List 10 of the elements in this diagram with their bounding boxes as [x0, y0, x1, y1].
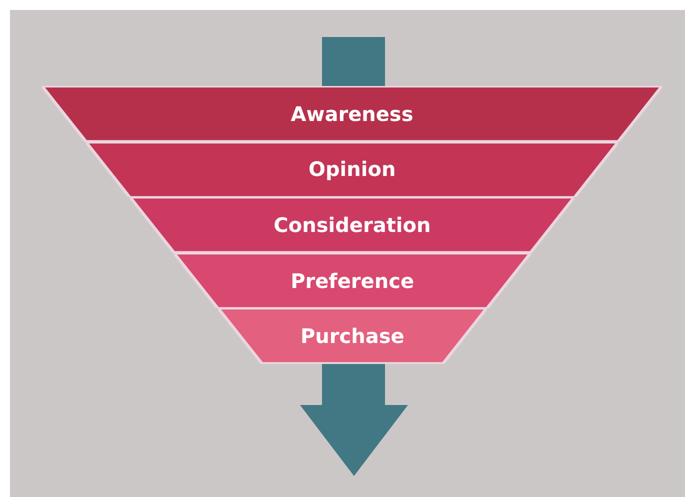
funnel-band	[130, 197, 574, 253]
funnel-band	[218, 308, 487, 364]
stage-label: Consideration	[272, 212, 432, 237]
stage-label: Opinion	[307, 157, 397, 182]
stage-label: Purchase	[299, 324, 406, 348]
funnel-band	[42, 86, 662, 142]
funnel-band	[174, 252, 531, 308]
stage-label: Preference	[290, 268, 416, 293]
funnel-band	[86, 142, 618, 198]
stage-label: Awareness	[290, 102, 414, 126]
